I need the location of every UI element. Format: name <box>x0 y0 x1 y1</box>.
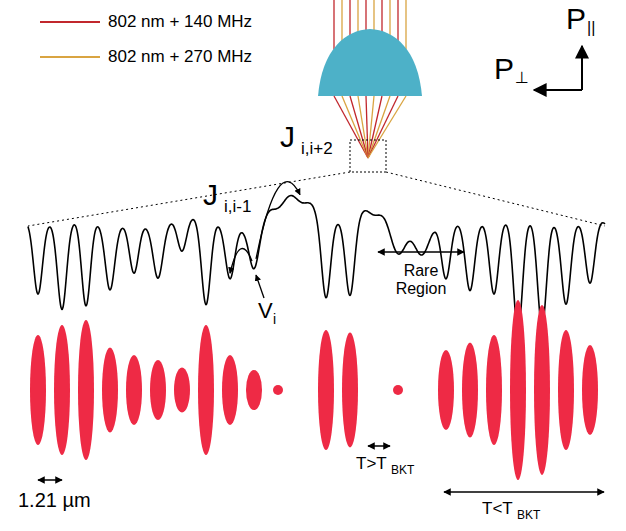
dimension-arrow <box>378 251 464 253</box>
hop-arrow <box>256 182 300 259</box>
atom-cloud <box>150 360 166 420</box>
subscript: || <box>587 20 595 36</box>
atom-cloud <box>273 385 283 395</box>
laser-beam <box>341 0 342 42</box>
atom-cloud <box>126 355 142 425</box>
atom-cloud <box>558 330 574 450</box>
temperature-label: T<T <box>482 500 513 517</box>
atom-cloud <box>174 368 190 413</box>
laser-beam <box>368 96 398 158</box>
atom-density <box>30 300 598 480</box>
atom-cloud <box>342 333 358 448</box>
subscript: ⊥ <box>515 70 529 86</box>
atom-cloud <box>534 305 550 475</box>
dimension-arrow <box>368 445 390 447</box>
laser-beam <box>334 96 368 158</box>
laser-beam <box>357 0 358 33</box>
dimension-arrow <box>38 479 62 481</box>
legend-swatch <box>40 56 100 58</box>
axis-arrow <box>581 46 583 90</box>
atom-cloud <box>438 350 454 430</box>
subscript: i,i-1 <box>224 198 251 215</box>
atom-cloud <box>78 320 94 460</box>
zoom-box <box>350 140 386 172</box>
atom-cloud <box>30 335 46 445</box>
axis-arrow <box>534 89 582 91</box>
temperature-label: T>T <box>356 455 387 472</box>
zoom-line <box>386 172 605 226</box>
subscript: i <box>273 312 276 326</box>
potential-symbol: V <box>258 300 273 322</box>
laser-beam <box>366 96 368 158</box>
potential-arrow <box>256 275 264 298</box>
legend-text: 802 nm + 140 MHz <box>108 13 252 30</box>
zoom-line <box>28 172 350 226</box>
laser-beam <box>397 0 398 42</box>
subscript: BKT <box>517 509 540 521</box>
atom-cloud <box>582 345 598 435</box>
laser-beam <box>381 0 382 33</box>
subscript: BKT <box>391 464 414 476</box>
atom-cloud <box>510 300 526 480</box>
coupling-symbol: J <box>203 180 218 210</box>
laser-beam <box>365 0 366 31</box>
focused-beams <box>334 96 406 158</box>
dimension-label: 1.21 µm <box>18 490 91 510</box>
subscript: i,i+2 <box>301 140 333 157</box>
region-label: Rare Region <box>391 262 451 297</box>
atom-cloud <box>102 348 118 433</box>
atom-cloud <box>54 325 70 455</box>
atom-cloud <box>393 385 403 395</box>
laser-beam <box>342 96 368 158</box>
laser-beam <box>333 0 334 50</box>
axis-label: P <box>566 4 586 34</box>
atom-cloud <box>246 370 262 410</box>
laser-beam <box>368 96 406 158</box>
coupling-symbol: J <box>280 122 295 152</box>
atom-cloud <box>462 343 478 438</box>
legend-swatch <box>40 21 100 23</box>
dimension-arrow <box>444 491 604 493</box>
atom-cloud <box>198 325 214 455</box>
hop-arrow <box>230 249 252 274</box>
laser-beam <box>389 0 390 36</box>
laser-beam <box>358 96 368 158</box>
laser-beam <box>405 0 406 50</box>
legend-text: 802 nm + 270 MHz <box>108 48 252 65</box>
laser-beam <box>349 0 350 36</box>
laser-beam <box>350 96 368 158</box>
laser-beam <box>373 0 374 31</box>
atom-cloud <box>486 335 502 445</box>
atom-cloud <box>318 330 334 450</box>
laser-beam <box>368 96 382 158</box>
axis-label: P <box>494 54 514 84</box>
objective-lens <box>318 29 422 96</box>
atom-cloud <box>222 355 238 425</box>
